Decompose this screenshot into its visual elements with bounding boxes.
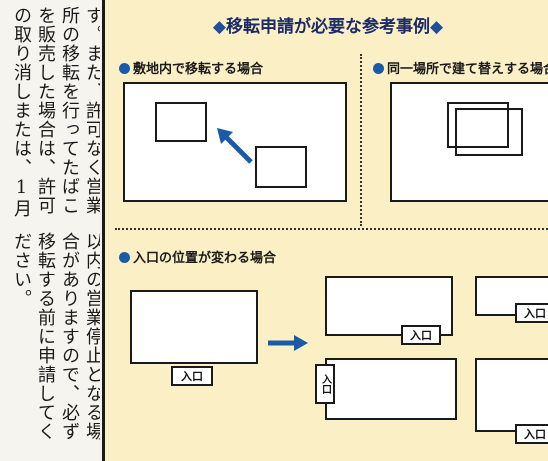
move-arrow-icon: [217, 128, 253, 164]
text-column-2: 所の移転を行ってたばこ: [59, 6, 80, 215]
entrance-label-variant-c: 入口: [515, 303, 548, 323]
left-vertical-text: す。また、許可なく営業 所の移転を行ってたばこ を販売した場合は、許可 の取り消…: [0, 0, 100, 461]
building-new: [455, 108, 523, 156]
panel-title-text: 移転申請が必要な参考事例: [226, 17, 430, 37]
bullet-icon: [119, 252, 130, 263]
divider-vertical: [360, 54, 362, 226]
bullet-icon: [373, 63, 384, 74]
text-column-7: 移転する前に申請してく: [35, 232, 56, 441]
panel-title: ◆移転申請が必要な参考事例◆: [105, 12, 548, 37]
section-heading-text: 入口の位置が変わる場合: [133, 251, 277, 266]
building-variant-b: [325, 358, 457, 420]
text-column-5: 以内の営業停止となる場: [83, 232, 100, 441]
section-heading-rebuild: 同一場所で建て替えする場合: [373, 58, 548, 77]
diamond-icon: ◆: [430, 17, 444, 37]
entrance-label-original: 入口: [171, 366, 213, 386]
section-heading-text: 同一場所で建て替えする場合: [387, 62, 548, 77]
section-heading-entrance-change: 入口の位置が変わる場合: [119, 247, 276, 266]
building-before: [155, 102, 207, 142]
entrance-label-variant-a: 入口: [401, 325, 441, 345]
divider-horizontal: [115, 228, 548, 230]
building-old: [447, 102, 509, 148]
entrance-label-variant-d: 入口: [515, 424, 548, 444]
section-heading-move-within-site: 敷地内で移転する場合: [119, 58, 263, 77]
text-column-4: の取り消しまたは、1月: [11, 6, 32, 218]
section-heading-text: 敷地内で移転する場合: [133, 62, 264, 77]
text-column-6: 合がありますので、必ず: [59, 232, 80, 441]
rebuild-diagram: [390, 82, 548, 202]
left-vertical-text-lower: 以内の営業停止となる場 合がありますので、必ず 移転する前に申請してく ださい。: [0, 232, 100, 461]
diamond-icon: ◆: [212, 17, 226, 37]
reference-panel: ◆移転申請が必要な参考事例◆ 敷地内で移転する場合 同一場所で建て替えする場合 …: [102, 0, 548, 461]
building-original: [130, 290, 258, 364]
text-column-1: す。また、許可なく営業: [83, 6, 100, 215]
text-column-8: ださい。: [11, 232, 32, 308]
building-variant-d: [475, 358, 548, 432]
text-column-3: を販売した場合は、許可: [35, 6, 56, 215]
site-diagram: [123, 82, 347, 202]
bullet-icon: [119, 63, 130, 74]
entrance-label-variant-b: 入口: [315, 364, 335, 404]
change-arrow-icon: [268, 335, 308, 351]
building-after: [255, 146, 307, 188]
